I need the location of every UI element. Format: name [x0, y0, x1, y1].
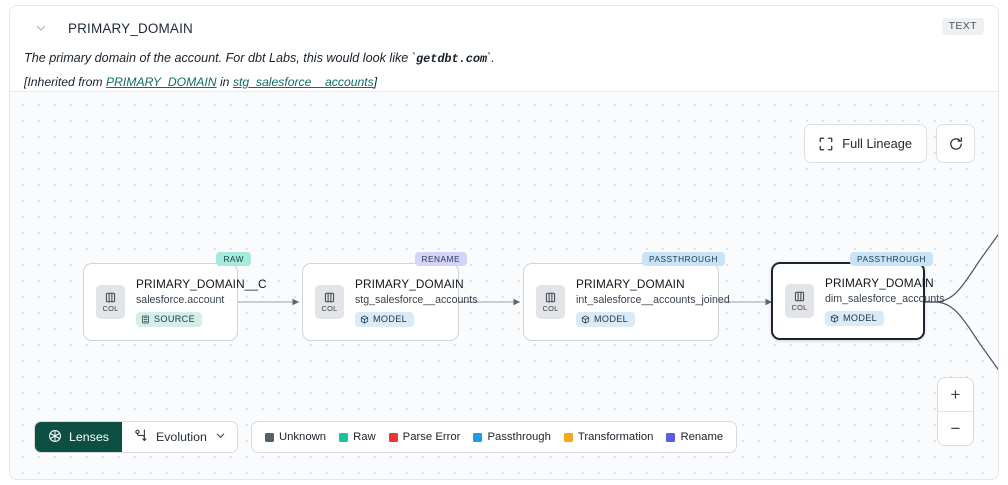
node-kind-label: MODEL — [843, 312, 878, 323]
lineage-canvas[interactable]: Full Lineage RAW COL PRIMARY_DOMAIN__C s — [10, 92, 998, 479]
node-tag: RAW — [216, 252, 251, 267]
node-tag: PASSTHROUGH — [642, 252, 725, 267]
node-kind-badge: SOURCE — [136, 311, 203, 328]
node-body: PRIMARY_DOMAIN stg_salesforce__accounts … — [355, 276, 478, 328]
legend-item: Unknown — [264, 431, 327, 443]
full-lineage-button[interactable]: Full Lineage — [804, 124, 927, 163]
lineage-node[interactable]: RAW COL PRIMARY_DOMAIN__C salesforce.acc… — [83, 252, 267, 341]
column-detail-panel: PRIMARY_DOMAIN TEXT The primary domain o… — [9, 5, 999, 480]
node-column-name: PRIMARY_DOMAIN — [355, 276, 464, 291]
legend-label: Raw — [353, 431, 376, 443]
lineage-legend: Unknown Raw Parse Error Passthrough — [250, 421, 738, 453]
lineage-node[interactable]: RENAME COL PRIMARY_DOMAIN stg_salesforce… — [302, 252, 478, 341]
zoom-controls: + − — [937, 377, 974, 446]
full-lineage-label: Full Lineage — [842, 136, 912, 151]
lenses-button[interactable]: Lenses — [35, 422, 122, 452]
legend-swatch-raw — [339, 432, 349, 442]
canvas-bottom-bar: Lenses Evolution U — [34, 421, 738, 453]
lenses-label: Lenses — [69, 430, 109, 444]
column-chip: COL — [96, 285, 125, 319]
aperture-icon — [48, 429, 62, 446]
lineage-node[interactable]: PASSTHROUGH COL PRIMARY_DOMAIN int_sales… — [523, 252, 730, 341]
legend-swatch-rename — [666, 432, 676, 442]
node-kind-badge: MODEL — [355, 311, 415, 328]
evolution-label: Evolution — [155, 430, 207, 444]
zoom-in-button[interactable]: + — [938, 378, 973, 411]
node-tag: PASSTHROUGH — [850, 252, 933, 267]
inherited-column-link[interactable]: PRIMARY_DOMAIN — [105, 75, 217, 89]
node-table-name: salesforce.account — [136, 293, 225, 306]
node-kind-label: MODEL — [594, 313, 629, 324]
legend-label: Unknown — [278, 431, 327, 443]
type-badge: TEXT — [941, 18, 984, 35]
inherited-model-link[interactable]: stg_salesforce__accounts — [232, 75, 374, 89]
node-tag: RENAME — [414, 252, 467, 267]
legend-swatch-passthrough — [473, 432, 483, 442]
node-table-name: stg_salesforce__accounts — [355, 293, 478, 306]
node-table-name: int_salesforce__accounts_joined — [576, 293, 730, 306]
node-table-name: dim_salesforce_accounts — [825, 292, 945, 305]
legend-item: Transformation — [563, 431, 654, 443]
description-suffix: . — [491, 51, 495, 65]
lens-group: Lenses Evolution — [34, 421, 238, 453]
legend-label: Parse Error — [402, 431, 461, 443]
legend-swatch-parse-error — [388, 432, 398, 442]
column-chip: COL — [785, 284, 814, 318]
column-chip-label: COL — [321, 304, 338, 314]
column-chip: COL — [536, 285, 565, 319]
evolution-icon — [134, 428, 148, 446]
legend-label: Rename — [680, 431, 724, 443]
chevron-down-icon[interactable] — [32, 19, 50, 37]
page-title: PRIMARY_DOMAIN — [68, 20, 193, 36]
backtick-open: ` — [411, 51, 417, 65]
column-description: The primary domain of the account. For d… — [24, 51, 984, 66]
description-code: getdbt.com — [416, 52, 488, 66]
lineage-node-selected[interactable]: PASSTHROUGH COL PRIMARY_DOMAIN dim_sales… — [771, 252, 945, 340]
node-body: PRIMARY_DOMAIN dim_salesforce_accounts M… — [825, 275, 945, 327]
node-kind-label: SOURCE — [154, 313, 196, 324]
column-chip-label: COL — [791, 303, 808, 313]
refresh-icon — [948, 136, 964, 152]
legend-item: Rename — [666, 431, 723, 443]
legend-label: Passthrough — [487, 431, 551, 443]
legend-item: Raw — [339, 431, 376, 443]
node-kind-label: MODEL — [373, 313, 408, 324]
panel-header: PRIMARY_DOMAIN TEXT The primary domain o… — [10, 6, 998, 92]
node-body: PRIMARY_DOMAIN__C salesforce.account SOU… — [136, 276, 267, 328]
inherited-from-line: [Inherited from PRIMARY_DOMAIN in stg_sa… — [24, 75, 984, 89]
column-chip-label: COL — [542, 304, 559, 314]
node-kind-badge: MODEL — [576, 311, 636, 328]
node-kind-badge: MODEL — [825, 310, 885, 327]
refresh-button[interactable] — [936, 124, 975, 163]
legend-swatch-unknown — [264, 432, 274, 442]
description-text: The primary domain of the account. For d… — [24, 51, 412, 65]
backtick-close: ` — [487, 51, 492, 65]
chevron-down-icon — [215, 430, 226, 444]
zoom-out-button[interactable]: − — [938, 412, 973, 445]
node-column-name: PRIMARY_DOMAIN__C — [136, 276, 267, 291]
column-chip: COL — [315, 285, 344, 319]
expand-corners-icon — [819, 137, 833, 151]
inherited-suffix: ] — [373, 75, 378, 89]
legend-swatch-transformation — [563, 432, 573, 442]
canvas-top-controls: Full Lineage — [804, 124, 975, 163]
column-chip-label: COL — [102, 304, 119, 314]
legend-label: Transformation — [577, 431, 654, 443]
inherited-prefix: [Inherited from — [24, 75, 106, 89]
legend-item: Passthrough — [473, 431, 551, 443]
zoom-divider — [938, 411, 973, 412]
node-column-name: PRIMARY_DOMAIN — [825, 275, 934, 290]
legend-item: Parse Error — [388, 431, 461, 443]
evolution-dropdown[interactable]: Evolution — [121, 422, 237, 452]
node-body: PRIMARY_DOMAIN int_salesforce__accounts_… — [576, 276, 730, 328]
node-column-name: PRIMARY_DOMAIN — [576, 276, 685, 291]
title-row: PRIMARY_DOMAIN — [24, 16, 984, 40]
inherited-middle: in — [216, 75, 233, 89]
